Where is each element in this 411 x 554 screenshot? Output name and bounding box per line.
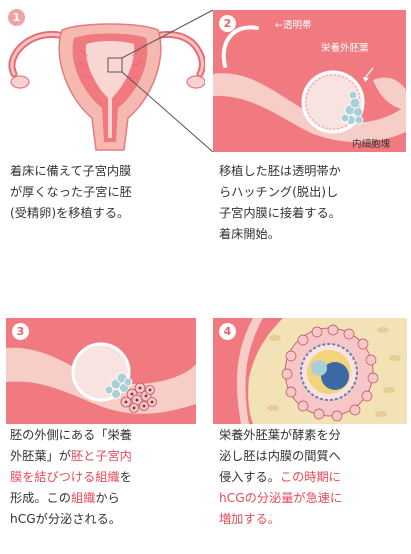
step2-caption: 移植した胚は透明帯か らハッチング(脱出)し 子宮内膜に接着する。 着床開始。 — [219, 164, 341, 241]
step3-illustration: 3 — [6, 318, 196, 424]
step3-caption-line: 形成。この組織から — [10, 491, 120, 505]
step4-caption-line: 泌し胚は内膜の間質へ — [219, 449, 341, 463]
step1-number-badge: 1 — [8, 9, 25, 26]
left-ovary — [10, 75, 30, 89]
zona-pellucida-arc — [221, 25, 259, 68]
embryo — [71, 342, 131, 402]
step3-caption-line: 外胚葉」が胚と子宮内 — [10, 449, 132, 463]
step4-caption-line: 栄養外胚葉が酵素を分 — [219, 428, 341, 442]
step4-caption: 栄養外胚葉が酵素を分 泌し胚は内膜の間質へ 侵入する。この時期に hCGの分泌量… — [219, 425, 342, 530]
right-ovary — [186, 75, 205, 89]
inner-cell-mass-label: 内細胞塊 — [352, 139, 391, 150]
step4-caption-line: 増加する。 — [219, 512, 280, 526]
inner-cell-mass — [340, 90, 364, 125]
step2-illustration: 2 ←透明帯 栄養外胚葉 内細胞塊 — [213, 10, 406, 152]
step4-number-badge: 4 — [219, 323, 236, 340]
zoom-box — [107, 57, 123, 73]
inner-cell-mass — [104, 372, 133, 399]
step4-illustration: 4 — [213, 318, 407, 424]
inner-cell-mass — [321, 362, 349, 390]
step3-caption-line: 胚の外側にある「栄養 — [10, 428, 132, 442]
zona-label: ←透明帯 — [275, 20, 312, 31]
cell-nuclei — [124, 386, 154, 410]
trophectoderm-label: 栄養外胚葉 — [321, 43, 369, 54]
step4-caption-line: hCGの分泌量が急速に — [219, 491, 343, 505]
step3-caption-line: hCGが分泌される。 — [10, 512, 121, 526]
step2-number-badge: 2 — [219, 15, 236, 32]
step3-number-badge: 3 — [12, 323, 29, 340]
step1-illustration: 1 — [0, 0, 205, 160]
step3-caption-line: 膜を結びつける組織を — [10, 470, 132, 484]
step4-caption-line: 侵入する。この時期に — [219, 470, 341, 484]
left-arrow-icon: ← — [275, 20, 283, 31]
step1-caption: 着床に備えて子宮内膜 が厚くなった子宮に胚 (受精卵)を移植する。 — [10, 164, 132, 220]
step3-caption: 胚の外側にある「栄養 外胚葉」が胚と子宮内 膜を結びつける組織を 形成。この組織… — [10, 425, 132, 530]
